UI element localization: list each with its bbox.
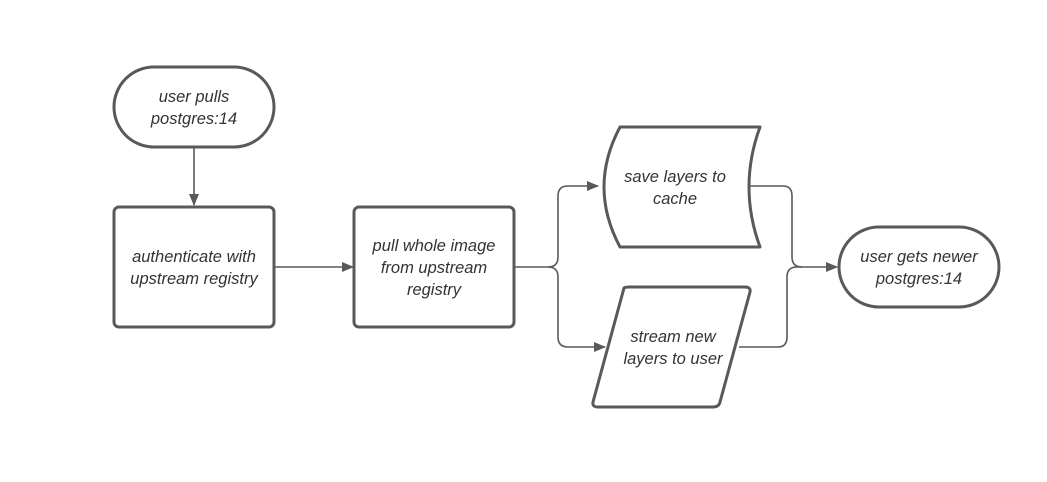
node-end-label: user gets newer postgres:14 — [860, 248, 979, 288]
label-line: from upstream — [381, 259, 487, 277]
edge-pull-to-save — [515, 181, 599, 268]
input-output-shape — [591, 285, 752, 409]
node-pull: pull whole image from upstream registry — [352, 205, 516, 329]
label-line: layers to user — [623, 350, 724, 368]
label-line: save layers to — [624, 168, 726, 186]
node-authenticate: authenticate with upstream registry — [112, 205, 276, 329]
label-line: cache — [653, 190, 697, 208]
edges — [189, 148, 838, 352]
process-shape — [352, 205, 516, 329]
node-start-label: user pulls postgres:14 — [150, 88, 237, 128]
label-line: user gets newer — [860, 248, 979, 266]
label-line: authenticate with — [132, 248, 256, 266]
stored-data-shape — [602, 125, 762, 249]
node-save: save layers to cache — [602, 125, 762, 249]
label-line: stream new — [630, 328, 716, 346]
edge-stream-to-end — [739, 266, 802, 348]
node-stream-label: stream new layers to user — [623, 328, 724, 368]
node-save-label: save layers to cache — [624, 168, 726, 208]
node-pull-label: pull whole image from upstream registry — [372, 237, 496, 299]
node-authenticate-label: authenticate with upstream registry — [130, 248, 259, 288]
edge-pull-to-stream — [547, 266, 606, 352]
label-line: registry — [407, 281, 463, 299]
label-line: upstream registry — [130, 270, 259, 288]
node-start: user pulls postgres:14 — [112, 65, 276, 149]
terminator-shape — [837, 225, 1001, 309]
process-shape — [112, 205, 276, 329]
label-line: postgres:14 — [150, 110, 237, 128]
label-line: pull whole image — [372, 237, 496, 255]
label-line: postgres:14 — [875, 270, 962, 288]
label-line: user pulls — [159, 88, 230, 106]
node-stream: stream new layers to user — [591, 285, 752, 409]
node-end: user gets newer postgres:14 — [837, 225, 1001, 309]
edge-save-to-end — [747, 185, 838, 272]
terminator-shape — [112, 65, 276, 149]
nodes: user pulls postgres:14 authenticate with u… — [112, 65, 1001, 409]
